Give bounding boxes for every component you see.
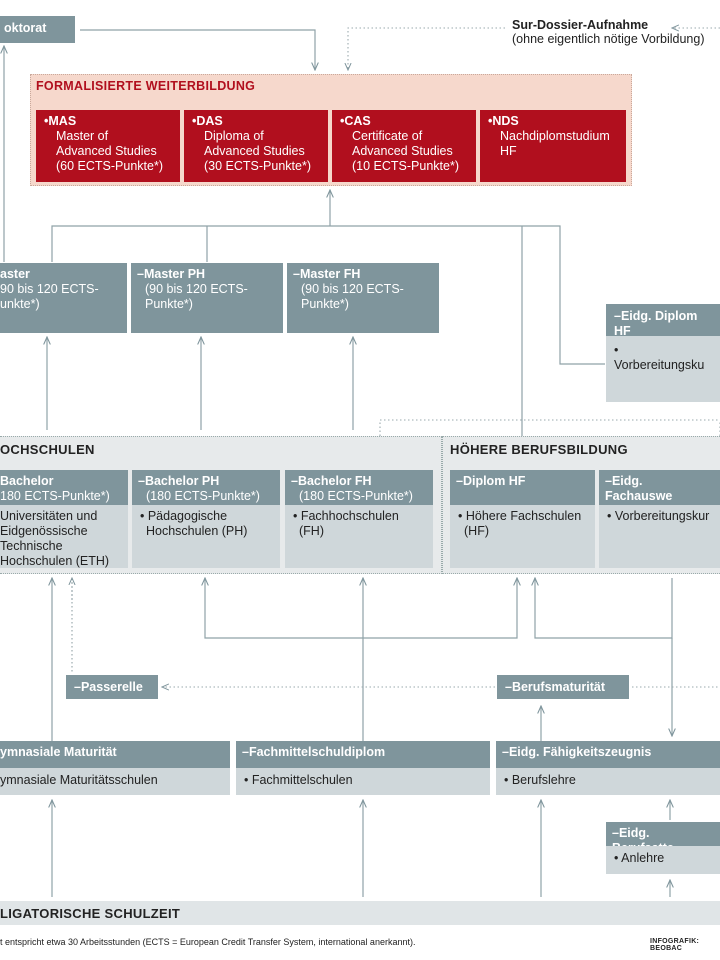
eidg-diplom-header: –Eidg. Diplom HF — [606, 304, 720, 338]
bachelor-fh-line: (FH) — [299, 524, 324, 538]
cas-line: Advanced Studies — [352, 144, 453, 158]
bachelor-fh-header: –Bachelor FH (180 ECTS-Punkte*) — [285, 470, 433, 505]
sur-dossier-title: Sur-Dossier-Aufnahme — [512, 18, 649, 32]
weiterbildung-title: FORMALISIERTE WEITERBILDUNG — [36, 79, 256, 93]
diplom-hf-header: –Diplom HF — [450, 470, 595, 505]
bachelor-uni-sub: 180 ECTS-Punkte*) — [0, 489, 110, 503]
bachelor-ph-body: • Pädagogische Hochschulen (PH) — [132, 505, 280, 568]
passerelle-tag: –Passerelle — [66, 675, 158, 699]
master-ph-sub: Punkte*) — [145, 297, 193, 311]
nds-box: •NDS Nachdiplomstudium HF — [480, 110, 626, 182]
bachelor-fh-sub: (180 ECTS-Punkte*) — [299, 489, 413, 503]
bachelor-uni-line: Eidgenössische — [0, 524, 88, 538]
bachelor-uni-body: Universitäten und Eidgenössische Technis… — [0, 505, 128, 568]
hochschulen-title: OCHSCHULEN — [0, 442, 95, 457]
mas-title: •MAS — [44, 114, 77, 128]
mas-line: Advanced Studies — [56, 144, 157, 158]
credit: INFOGRAFIK: BEOBAC — [650, 938, 700, 952]
cas-line: (10 ECTS-Punkte*) — [352, 159, 459, 173]
master-ph-box: –Master PH (90 bis 120 ECTS- Punkte*) — [131, 263, 283, 333]
das-line: (30 ECTS-Punkte*) — [204, 159, 311, 173]
fachausweis-line: • Vorbereitungskur — [607, 509, 710, 523]
bachelor-uni-header: Bachelor 180 ECTS-Punkte*) — [0, 470, 128, 505]
nds-line: Nachdiplomstudium — [500, 129, 610, 143]
bachelor-ph-line: Hochschulen (PH) — [146, 524, 248, 538]
diplom-hf-line: • Höhere Fachschulen — [458, 509, 582, 523]
bachelor-fh-line: • Fachhochschulen — [293, 509, 399, 523]
fms-header: –Fachmittelschuldiplom — [236, 741, 490, 768]
mas-line: (60 ECTS-Punkte*) — [56, 159, 163, 173]
berufsmaturitaet-tag: –Berufsmaturität — [497, 675, 629, 699]
doktorat-box: oktorat — [0, 16, 75, 43]
master-uni-sub: 90 bis 120 ECTS- — [0, 282, 99, 296]
master-fh-sub: Punkte*) — [301, 297, 349, 311]
master-uni-sub: unkte*) — [0, 297, 40, 311]
fachausweis-header: –Eidg. Fachauswe — [599, 470, 720, 505]
efz-body: • Berufslehre — [496, 768, 720, 795]
master-fh-title: –Master FH — [293, 267, 361, 281]
cas-line: Certificate of — [352, 129, 423, 143]
cas-title: •CAS — [340, 114, 371, 128]
das-box: •DAS Diploma of Advanced Studies (30 ECT… — [184, 110, 328, 182]
master-ph-title: –Master PH — [137, 267, 206, 281]
master-fh-box: –Master FH (90 bis 120 ECTS- Punkte*) — [287, 263, 439, 333]
nds-line: HF — [500, 144, 517, 158]
bachelor-ph-title: –Bachelor PH — [138, 474, 220, 488]
diplom-hf-body: • Höhere Fachschulen (HF) — [450, 505, 595, 568]
das-line: Diploma of — [204, 129, 264, 143]
berufsattest-header: –Eidg. Berufsatte — [606, 822, 720, 855]
gym-matur-body: ymnasiale Maturitätsschulen — [0, 768, 230, 795]
das-title: •DAS — [192, 114, 223, 128]
cas-box: •CAS Certificate of Advanced Studies (10… — [332, 110, 476, 182]
sur-dossier-sub: (ohne eigentlich nötige Vorbildung) — [512, 32, 705, 46]
mas-line: Master of — [56, 129, 109, 143]
bachelor-uni-line: Universitäten und — [0, 509, 98, 523]
bachelor-fh-body: • Fachhochschulen (FH) — [285, 505, 433, 568]
nds-title: •NDS — [488, 114, 519, 128]
schulzeit-panel — [0, 901, 720, 925]
gym-matur-header: ymnasiale Maturität — [0, 741, 230, 768]
master-uni-box: aster 90 bis 120 ECTS- unkte*) — [0, 263, 127, 333]
diplom-hf-line: (HF) — [464, 524, 489, 538]
eidg-diplom-body: • Vorbereitungsku — [606, 336, 720, 402]
bachelor-fh-title: –Bachelor FH — [291, 474, 372, 488]
bachelor-uni-line: Technische — [0, 539, 63, 553]
hoehere-title: HÖHERE BERUFSBILDUNG — [450, 442, 628, 457]
master-uni-title: aster — [0, 267, 30, 281]
master-ph-sub: (90 bis 120 ECTS- — [145, 282, 248, 296]
efz-header: –Eidg. Fähigkeitszeugnis — [496, 741, 720, 768]
fms-body: • Fachmittelschulen — [236, 768, 490, 795]
mas-box: •MAS Master of Advanced Studies (60 ECTS… — [36, 110, 180, 182]
master-fh-sub: (90 bis 120 ECTS- — [301, 282, 404, 296]
bachelor-ph-line: • Pädagogische — [140, 509, 228, 523]
bachelor-uni-title: Bachelor — [0, 474, 54, 488]
bachelor-uni-line: Hochschulen (ETH) — [0, 554, 110, 568]
berufsattest-body: • Anlehre — [606, 846, 720, 874]
bachelor-ph-header: –Bachelor PH (180 ECTS-Punkte*) — [132, 470, 280, 505]
bachelor-ph-sub: (180 ECTS-Punkte*) — [146, 489, 260, 503]
sur-dossier-label: Sur-Dossier-Aufnahme (ohne eigentlich nö… — [512, 18, 720, 46]
schulzeit-title: LIGATORISCHE SCHULZEIT — [0, 906, 181, 921]
footnote: t entspricht etwa 30 Arbeitsstunden (ECT… — [0, 937, 416, 947]
das-line: Advanced Studies — [204, 144, 305, 158]
fachausweis-body: • Vorbereitungskur — [599, 505, 720, 568]
